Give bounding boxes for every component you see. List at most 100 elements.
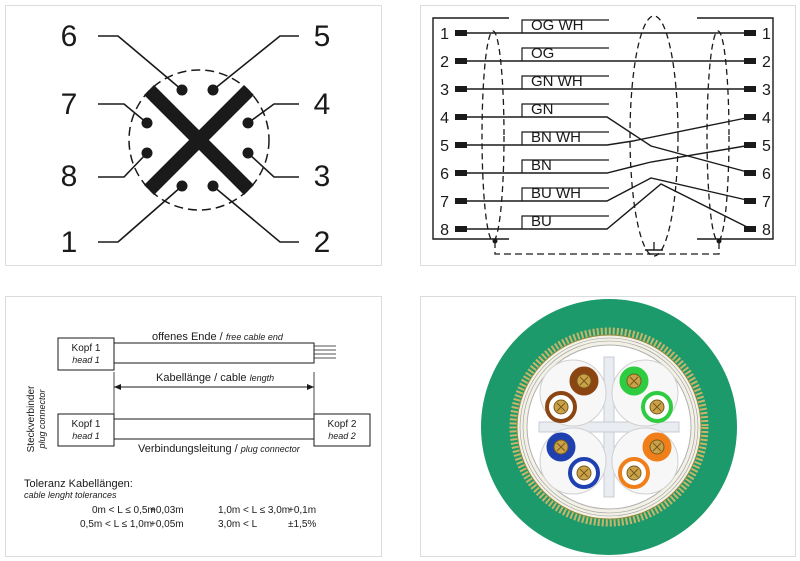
pin-label: 3 <box>314 160 331 193</box>
tolerance-range: 1,0m < L ≤ 3,0m <box>218 505 290 516</box>
tolerance-title: Toleranz Kabellängen: <box>24 478 133 490</box>
left-pin-number: 6 <box>440 166 449 183</box>
braided-shield <box>509 327 709 527</box>
right-pin-number: 6 <box>762 166 771 183</box>
left-pin-number: 8 <box>440 222 449 239</box>
wire-4 <box>465 116 752 174</box>
tolerance-range: 0,5m < L ≤ 1,0m <box>80 519 152 530</box>
left-shield <box>481 30 505 242</box>
side-label-de: Steckverbinder <box>26 385 37 452</box>
strand-mark <box>579 468 589 478</box>
shield-node <box>716 238 722 244</box>
head2-label: Kopf 2 <box>328 419 357 430</box>
tolerance-subtitle: cable lenght tolerances <box>24 490 117 500</box>
shield-cross <box>144 85 254 195</box>
right-pin-number: 1 <box>762 26 771 43</box>
cable-length-drawing: Steckverbinder plug connector Kopf 1 hea… <box>24 331 371 530</box>
code-box <box>521 103 609 117</box>
left-pin-number: 7 <box>440 194 449 211</box>
contact <box>455 86 467 92</box>
contact <box>455 170 467 176</box>
pin-label: 7 <box>61 88 78 121</box>
ground-icon <box>645 242 663 255</box>
cable-bottom <box>113 418 315 440</box>
head2-box <box>313 413 371 447</box>
tolerance-range: 3,0m < L <box>218 519 258 530</box>
open-end-label: offenes Ende / free cable end <box>152 331 284 343</box>
wire-color-code: BU <box>531 213 552 230</box>
connection-label: Verbindungsleitung / plug connector <box>138 443 301 455</box>
wire-color-code: BU WH <box>531 185 581 202</box>
contact <box>455 58 467 64</box>
right-shield <box>706 30 730 242</box>
code-box <box>521 75 609 89</box>
wire-color-code: GN WH <box>531 73 583 90</box>
tolerance-value: +0,03m <box>150 505 184 516</box>
right-pin-number: 3 <box>762 82 771 99</box>
strand-mark <box>629 376 639 386</box>
strand-mark <box>652 442 662 452</box>
contact <box>455 226 467 232</box>
side-label-en: plug connector <box>37 388 47 449</box>
pin-label: 6 <box>61 20 78 53</box>
contact <box>455 114 467 120</box>
wire-color-code: GN <box>531 101 554 118</box>
contact <box>744 30 756 36</box>
left-pin-number: 2 <box>440 54 449 71</box>
cross-separator <box>538 421 680 433</box>
pin-label: 1 <box>61 226 78 259</box>
code-box <box>521 187 609 201</box>
left-connector-housing <box>432 17 509 240</box>
open-cable-strands <box>314 345 336 359</box>
shield-ground-line <box>494 241 720 255</box>
leader-line-5 <box>212 35 299 91</box>
cable-top <box>113 342 315 364</box>
pin-label: 2 <box>314 226 331 259</box>
head1-bottom-label-en: head 1 <box>72 431 100 441</box>
right-pin-number: 5 <box>762 138 771 155</box>
length-label: Kabellänge / cable length <box>156 372 274 384</box>
left-pin-number: 5 <box>440 138 449 155</box>
cable-cross-section <box>481 299 737 555</box>
tolerance-value: +0,05m <box>150 519 184 530</box>
leader-line-8 <box>98 152 148 178</box>
code-box <box>521 131 609 145</box>
right-pin-number: 2 <box>762 54 771 71</box>
right-pin-number: 7 <box>762 194 771 211</box>
wiring-diagram: OG WH OG GN WH GN BN WH BN BU WH BU 1 <box>432 15 774 257</box>
pin-label: 4 <box>314 88 331 121</box>
code-box <box>521 159 609 173</box>
contact <box>744 86 756 92</box>
wire-color-code: OG <box>531 45 554 62</box>
head1-top-label: Kopf 1 <box>72 343 101 354</box>
code-box <box>521 215 609 229</box>
contact <box>455 30 467 36</box>
pin-label: 8 <box>61 160 78 193</box>
leader-line-4 <box>247 103 299 124</box>
right-connector-housing <box>697 17 774 240</box>
cable-length-panel: Steckverbinder plug connector Kopf 1 hea… <box>5 296 382 557</box>
leader-line-2 <box>212 185 299 243</box>
connector-pinout-panel: 6 5 7 4 8 3 1 2 <box>5 5 382 266</box>
contact <box>744 198 756 204</box>
strand-mark <box>556 402 566 412</box>
wire-6 <box>465 144 752 174</box>
wire-8 <box>465 183 752 230</box>
tolerance-value: +0,1m <box>288 505 316 516</box>
head1-bottom-label: Kopf 1 <box>72 419 101 430</box>
strand-mark <box>556 442 566 452</box>
leader-line-7 <box>98 103 148 124</box>
arrow-left-icon <box>114 384 121 390</box>
contact <box>744 58 756 64</box>
contact <box>455 198 467 204</box>
head2-label-en: head 2 <box>328 431 356 441</box>
wire-color-code: BN WH <box>531 129 581 146</box>
cable-cross-section-panel <box>420 296 796 557</box>
pin-label: 5 <box>314 20 331 53</box>
side-label: Steckverbinder plug connector <box>26 385 47 452</box>
leader-line-6 <box>98 35 183 91</box>
leader-line-3 <box>247 152 299 178</box>
right-pin-number: 4 <box>762 110 771 127</box>
contact <box>455 142 467 148</box>
tolerance-range: 0m < L ≤ 0,5m <box>92 505 156 516</box>
